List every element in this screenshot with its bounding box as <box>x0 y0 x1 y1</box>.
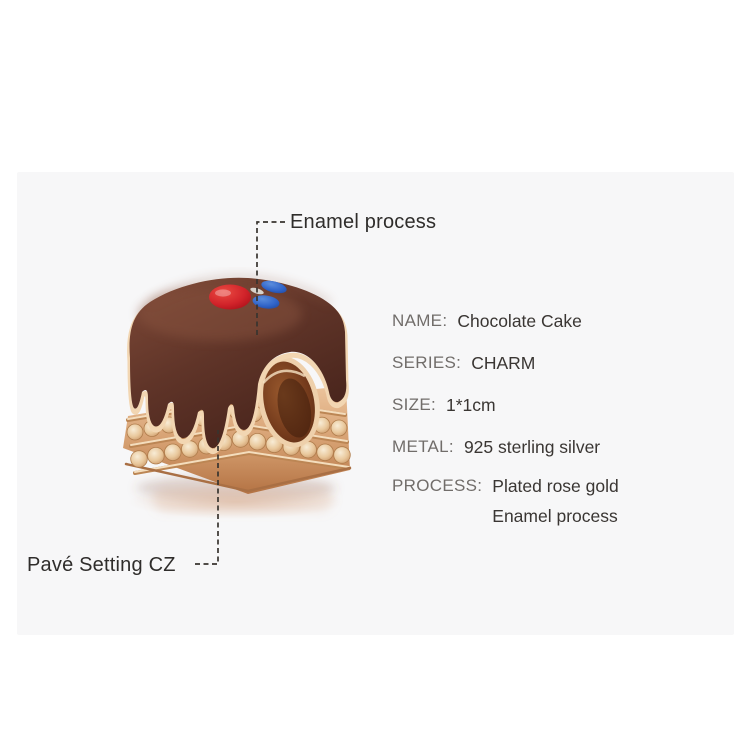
bead-hole <box>258 356 320 448</box>
spec-label: NAME: <box>392 311 448 330</box>
red-berry-decoration <box>209 284 251 310</box>
spec-row-process: PROCESS: Plated rose gold Enamel process <box>392 471 692 531</box>
spec-value-line: Plated rose gold <box>492 476 619 496</box>
spec-value: 1*1cm <box>446 395 496 415</box>
spec-row-size: SIZE: 1*1cm <box>392 395 692 415</box>
spec-row-name: NAME: Chocolate Cake <box>392 311 692 331</box>
spec-label: METAL: <box>392 437 454 456</box>
spec-value-line: Enamel process <box>492 506 618 526</box>
spec-list: NAME: Chocolate Cake SERIES: CHARM SIZE:… <box>392 311 692 531</box>
spec-value: Plated rose gold Enamel process <box>492 471 618 531</box>
spec-value: Chocolate Cake <box>457 311 582 331</box>
spec-row-metal: METAL: 925 sterling silver <box>392 437 692 457</box>
spec-label: SIZE: <box>392 395 437 414</box>
charm-image <box>123 276 352 519</box>
spec-row-series: SERIES: CHARM <box>392 353 692 373</box>
spec-label: PROCESS: <box>392 476 483 495</box>
spec-value: CHARM <box>471 353 536 373</box>
callout-label-pave: Pavé Setting CZ <box>27 554 176 576</box>
callout-label-enamel: Enamel process <box>290 211 437 233</box>
spec-value: 925 sterling silver <box>463 437 601 457</box>
spec-label: SERIES: <box>392 353 462 372</box>
